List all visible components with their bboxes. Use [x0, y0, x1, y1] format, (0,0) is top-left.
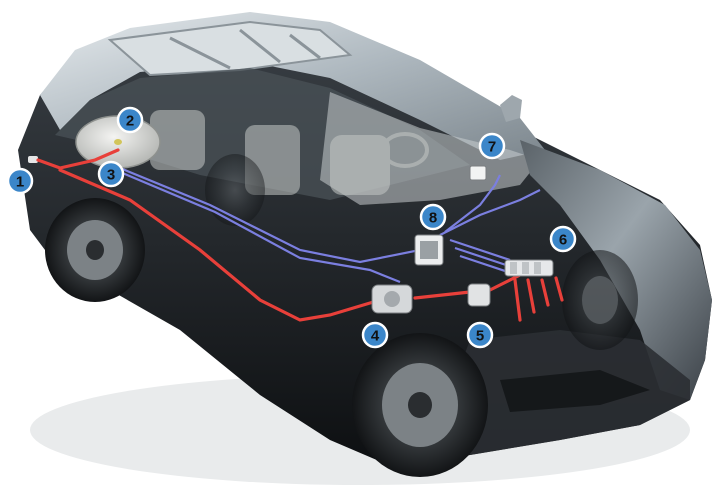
- marker-circle: [549, 225, 577, 253]
- marker-circle: [478, 132, 506, 160]
- ecu-controller: [414, 234, 444, 266]
- marker-3: 3: [97, 160, 125, 188]
- marker-4: 4: [361, 321, 389, 349]
- markers-layer: 1 2 3 4 5 6 7 8: [6, 106, 577, 349]
- marker-label: 7: [488, 139, 496, 156]
- rear-right-wheel: [205, 154, 265, 226]
- marker-label: 1: [16, 174, 24, 191]
- refuel-valve: [28, 156, 38, 163]
- marker-8: 8: [419, 203, 447, 231]
- side-mirror: [500, 95, 522, 122]
- marker-label: 6: [559, 232, 567, 249]
- marker-2: 2: [116, 106, 144, 134]
- marker-circle: [116, 106, 144, 134]
- marker-label: 3: [107, 167, 115, 184]
- injector-rail: [504, 259, 554, 277]
- marker-7: 7: [478, 132, 506, 160]
- gas-filter: [467, 283, 491, 307]
- marker-circle: [6, 167, 34, 195]
- marker-circle: [361, 321, 389, 349]
- marker-1: 1: [6, 167, 34, 195]
- switch-indicator: [469, 165, 487, 181]
- marker-circle: [466, 321, 494, 349]
- front-wheel: [352, 333, 488, 477]
- gas-reducer: [371, 284, 413, 314]
- rear-wheel: [45, 198, 145, 302]
- interior-seats: [150, 110, 429, 195]
- marker-circle: [97, 160, 125, 188]
- marker-label: 8: [429, 210, 437, 227]
- marker-6: 6: [549, 225, 577, 253]
- front-right-wheel: [562, 250, 638, 350]
- marker-5: 5: [466, 321, 494, 349]
- marker-label: 5: [476, 328, 484, 345]
- marker-circle: [419, 203, 447, 231]
- marker-label: 2: [126, 113, 134, 130]
- marker-label: 4: [371, 328, 380, 345]
